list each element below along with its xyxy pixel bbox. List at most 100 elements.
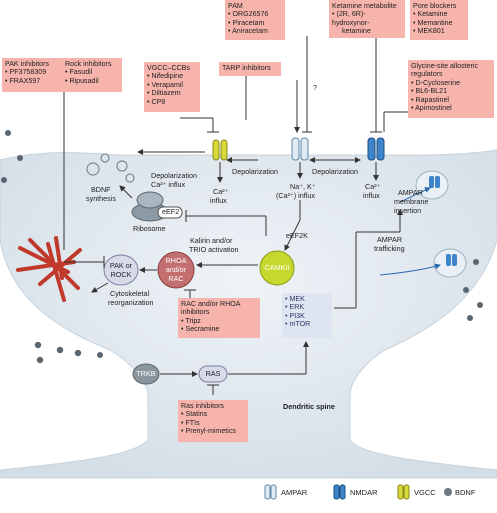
unknown-link-label: ? [313,83,317,92]
extracellular-dots [1,130,483,364]
watermark: 知乎 @王阳 [390,446,438,456]
pam-item: • ORG26576 [228,10,269,19]
trkb-node [132,363,160,385]
mek-pathway-box: • MEK • ERK • PI3K • mTOR [282,293,332,338]
depolarization-label: Depolarization [151,171,197,180]
eef2k-label: eEF2K [286,231,308,240]
rock-inhibitors-item: • Fasudil [65,68,93,77]
tarp-inhibitors-box: TARP inhibitors [219,62,281,76]
pak-rock-node [103,254,139,286]
legend-ampar-label: AMPAR [281,488,308,497]
rac-rhoa-inhibitors-title: RAC and/or RHOA inhibitors [181,300,241,317]
influx-label: influx [363,191,380,200]
ketamine-metabolite-title: Ketamine metabolite [332,2,397,10]
rock-inhibitors-item: • Ripusadil [65,76,99,85]
trkb-label: TRKB [136,369,156,378]
mek-pathway-item: • MEK [285,295,305,303]
pak-inhibitors-group: PAK inhibitors • PF3758309 • FRAX597 [5,60,49,85]
pore-blockers-box: Pore blockers • Ketamine • Memantine • M… [410,0,468,40]
pore-blockers-item: • Memantine [413,18,453,27]
vesicle-cluster [86,153,135,183]
glycine-site-item: • Apimostinel [411,104,452,113]
glycine-site-box: Glycine-site allosteric regulators • D-C… [408,60,494,118]
nmdar-channel [291,137,309,161]
bdnf-synthesis-label: BDNF [91,185,111,194]
ras-inhibitors-title: Ras inhibitors [181,402,224,410]
ampar-insertion-label: membrane [394,197,429,206]
na-k-label: Na⁺, K⁺ [290,182,316,191]
vgcc-ccbs-item: • Verapamil [147,80,184,89]
legend-vgcc-label: VGCC [414,488,436,497]
cytoskeletal-label: Cytoskeletal [110,289,150,298]
ca-na-influx-label: (Ca²⁺) influx [276,191,315,200]
legend-nmdar-icon [333,484,346,500]
rac-rhoa-inhibitors-box: RAC and/or RHOA inhibitors • Tripz • Sec… [178,298,260,338]
pak-rock-label: ROCK [110,270,132,279]
rhoa-label: RHOA [165,256,187,265]
ras-inhibitors-item: • Statins [181,410,208,419]
rhoa-label: RAC [168,274,184,283]
ampar-trafficking-label: trafficking [374,244,405,253]
ca-label: Ca²⁺ [365,182,381,191]
pam-title: PAM [228,2,243,10]
kalirin-label: TRIO activation [189,245,239,254]
ampar-trafficking-label: AMPAR [377,235,403,244]
ras-inhibitors-item: • FTIs [181,418,200,427]
pam-item: • Piracetam [228,18,265,27]
bdnf-synthesis-label: synthesis [86,194,116,203]
rhoa-label: and/or [165,265,187,274]
pak-rock-inhibitors-box: PAK inhibitors • PF3758309 • FRAX597 Roc… [2,58,122,92]
pak-rock-label: PAK or [109,261,133,270]
vgcc-ccbs-item: • Nifedipine [147,72,184,81]
camkii-node [259,250,295,286]
vgcc-ccbs-title: VGCC–CCBs [147,64,190,72]
mek-pathway-bg [282,293,332,338]
pore-blockers-item: • Ketamine [413,10,448,19]
glycine-site-item: • BL6-BL21 [411,87,448,96]
glycine-site-item: • D-Cycloserine [411,78,461,87]
ampar-vesicle-1 [415,170,449,200]
legend-bdnf-label: BDNF [455,488,476,497]
pak-inhibitors-item: • PF3758309 [5,68,47,77]
pam-item: • Aniracetam [228,27,268,36]
ras-inhibitors-item: • Prenyl-mimetics [181,427,236,436]
eef2-label: eEF2 [162,207,180,216]
pore-blockers-item: • MEK801 [413,27,445,36]
cytoskeletal-label: reorganization [108,298,154,307]
ras-node [198,365,228,383]
pak-inhibitors-item: • FRAX597 [5,76,41,85]
depolarization-label: Depolarization [312,167,358,176]
influx-label: influx [210,196,227,205]
ampar-insertion-label: AMPAR [398,188,424,197]
rock-inhibitors-title: Rock inhibitors [65,60,112,68]
rock-inhibitors-group: Rock inhibitors • Fasudil • Ripusadil [65,60,112,85]
vgcc-ccbs-item: • CP8 [147,97,166,106]
ras-inhibitors-box: Ras inhibitors • Statins • FTIs • Prenyl… [178,400,248,442]
mek-pathway-item: • mTOR [285,320,311,329]
vgcc-ccbs-box: VGCC–CCBs • Nifedipine • Verapamil • Dil… [144,62,200,112]
ras-label: RAS [205,369,221,378]
legend-ampar-icon [264,484,277,500]
pak-inhibitors-title: PAK inhibitors [5,60,50,68]
dendritic-spine-label: Dendritic spine [283,402,335,411]
glycine-site-item: • Rapastinel [411,95,449,104]
eef2-node [157,206,183,219]
pam-box: PAM • ORG26576 • Piracetam • Aniracetam [225,0,285,40]
depolarization-label: Depolarization [232,167,278,176]
mek-pathway-item: • PI3K [285,311,305,320]
ca-label: Ca²⁺ [213,187,229,196]
rac-rhoa-inhibitors-item: • Tripz [181,316,201,325]
vgcc-channel [212,139,228,161]
kalirin-label: Kalirin and/or [190,236,233,245]
legend-vgcc-icon [397,484,410,500]
ampar-vesicle-2 [433,248,467,278]
actin-filaments [16,236,82,302]
rac-rhoa-inhibitors-item: • Secramine [181,325,220,334]
pore-blockers-title: Pore blockers [413,2,457,10]
mek-pathway-item: • ERK [285,303,305,312]
ribosome-label: Ribosome [133,224,166,233]
ketamine-metabolite-box: Ketamine metabolite • (2R, 6R)-hydroxyno… [329,0,405,38]
glycine-site-title: Glycine-site allosteric regulators [411,62,479,79]
tarp-inhibitors-title: TARP inhibitors [222,64,271,72]
